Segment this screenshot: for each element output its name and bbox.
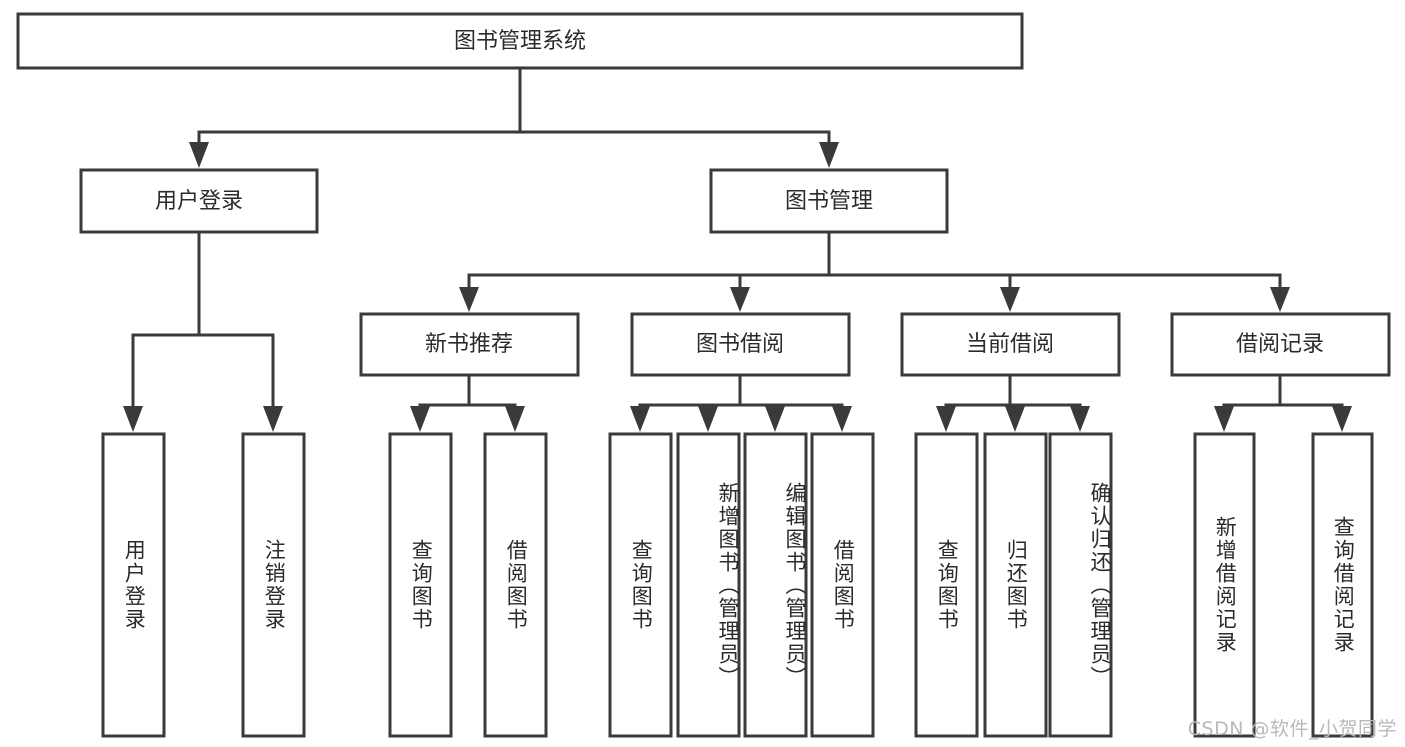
- arrow-head-book-borrow: [730, 287, 750, 312]
- node-current-borrow-box[interactable]: [900, 312, 1121, 377]
- arrow-head-leaf-borrow-book-2: [832, 406, 852, 432]
- arrow-head-leaf-user-login: [123, 406, 143, 432]
- leaf-box-add-borrow-record[interactable]: [1193, 432, 1256, 738]
- leaf-box-confirm-return-admin[interactable]: [1048, 432, 1113, 738]
- arrow-head-leaf-query-book-3: [936, 406, 956, 432]
- leaf-box-query-book-2[interactable]: [608, 432, 673, 738]
- arrow-head-leaf-borrow-book-1: [505, 406, 525, 432]
- node-book-borrow[interactable]: 图书借阅: [630, 312, 851, 377]
- node-book-borrow-box[interactable]: [630, 312, 851, 377]
- node-borrow-record-label: 借阅记录: [1236, 332, 1324, 357]
- leaf-box-return-book[interactable]: [983, 432, 1048, 738]
- node-book-borrow-label: 图书借阅: [696, 332, 784, 357]
- arrow-head-leaf-confirm-return-admin: [1070, 406, 1090, 432]
- leaf-boxes-group: [101, 432, 1374, 738]
- connector-group-user-login: [123, 230, 283, 432]
- arrow-head-leaf-query-book-1: [410, 406, 430, 432]
- leaf-box-query-book-3[interactable]: [914, 432, 979, 738]
- leaf-box-edit-book-admin[interactable]: [743, 432, 808, 738]
- node-book-management-label: 图书管理: [785, 189, 873, 214]
- node-user-login-label: 用户登录: [155, 189, 243, 214]
- arrow-head-borrow-record: [1270, 287, 1290, 312]
- node-book-management-box[interactable]: [709, 168, 949, 234]
- arrow-head-book-management: [819, 142, 839, 168]
- node-borrow-record-box[interactable]: [1170, 312, 1391, 377]
- node-new-book-recommend-box[interactable]: [359, 312, 580, 377]
- arrow-head-leaf-add-book-admin: [698, 406, 718, 432]
- leaf-box-query-book-1[interactable]: [388, 432, 453, 738]
- node-user-login[interactable]: 用户登录: [79, 168, 319, 234]
- connector-group-book-borrow: [630, 373, 852, 432]
- node-root-box[interactable]: [16, 12, 1024, 70]
- leaf-box-user-login[interactable]: [101, 432, 166, 738]
- leaf-box-borrow-book-2[interactable]: [810, 432, 875, 738]
- connector-group-book-management: [459, 230, 1290, 312]
- node-borrow-record[interactable]: 借阅记录: [1170, 312, 1391, 377]
- arrow-head-user-login: [189, 142, 209, 168]
- arrow-head-leaf-add-borrow-record: [1214, 406, 1234, 432]
- node-book-management[interactable]: 图书管理: [709, 168, 949, 234]
- arrow-head-current-borrow: [1000, 287, 1020, 312]
- connector-group-current-borrow: [936, 373, 1090, 432]
- node-new-book-recommend[interactable]: 新书推荐: [359, 312, 580, 377]
- connector-group-borrow-record: [1214, 373, 1352, 432]
- node-root[interactable]: 图书管理系统: [16, 12, 1024, 70]
- connector-group-root: [189, 66, 839, 168]
- arrow-head-leaf-return-book: [1005, 406, 1025, 432]
- node-current-borrow-label: 当前借阅: [966, 332, 1054, 357]
- arrow-head-leaf-query-book-2: [630, 406, 650, 432]
- arrow-head-leaf-edit-book-admin: [765, 406, 785, 432]
- node-user-login-box[interactable]: [79, 168, 319, 234]
- arrow-head-leaf-query-borrow-record: [1332, 406, 1352, 432]
- leaf-box-add-book-admin[interactable]: [676, 432, 741, 738]
- node-new-book-recommend-label: 新书推荐: [425, 332, 513, 357]
- leaf-box-logout[interactable]: [241, 432, 306, 738]
- connector-group-new-book-recommend: [410, 373, 525, 432]
- arrow-head-new-book-recommend: [459, 287, 479, 312]
- node-root-label: 图书管理系统: [454, 29, 586, 54]
- leaf-box-borrow-book-1[interactable]: [483, 432, 548, 738]
- watermark-text: CSDN @软件_小贺同学: [1187, 718, 1397, 740]
- arrow-head-leaf-logout: [263, 406, 283, 432]
- node-current-borrow[interactable]: 当前借阅: [900, 312, 1121, 377]
- leaf-box-query-borrow-record[interactable]: [1311, 432, 1374, 738]
